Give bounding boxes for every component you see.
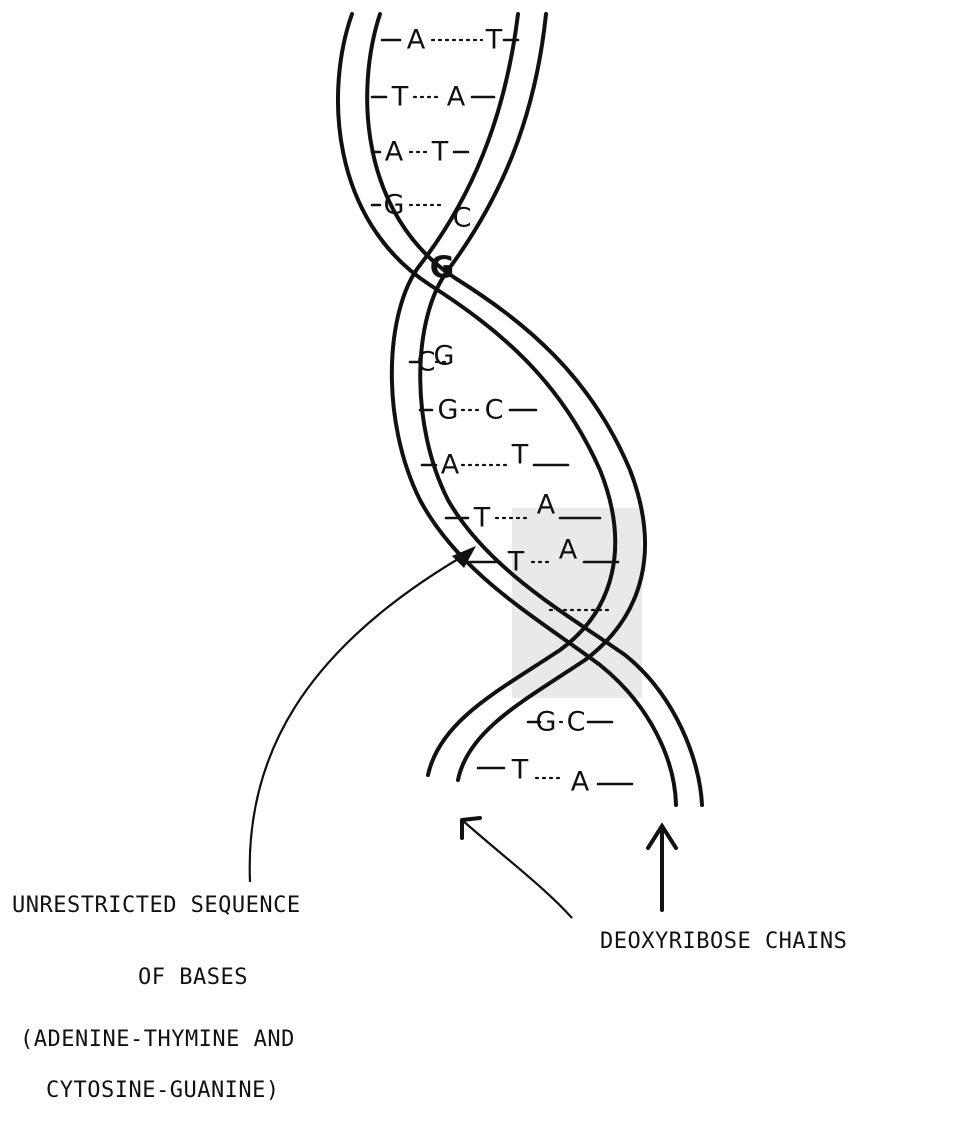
chains-arrows: [462, 818, 676, 918]
base-1-right: T: [485, 25, 503, 56]
sequence-label-line1: UNRESTRICTED SEQUENCE: [12, 893, 301, 918]
sequence-label-line3: (ADENINE-THYMINE AND: [20, 1027, 295, 1052]
sequence-arrow: [250, 546, 476, 882]
sequence-label-line4: CYTOSINE-GUANINE): [46, 1078, 280, 1103]
chains-label: DEOXYRIBOSE CHAINS: [600, 929, 847, 954]
base-3-left: A: [385, 137, 404, 168]
base-6-right: G: [434, 341, 455, 372]
base-9-left: T: [473, 503, 491, 534]
base-2-left: T: [391, 82, 409, 113]
base-8-left: A: [441, 450, 460, 481]
sequence-label-line2: OF BASES: [138, 965, 248, 990]
chain-arrow-left-line: [462, 820, 572, 918]
base-3-right: T: [431, 137, 449, 168]
base-1-left: A: [407, 25, 426, 56]
base-13-right: A: [571, 767, 590, 798]
base-7-left: G: [438, 395, 459, 426]
sequence-arrow-line: [250, 552, 470, 882]
base-4-left: G: [384, 190, 405, 221]
base-7-right: C: [485, 395, 504, 426]
base-5-left: G: [430, 251, 455, 286]
base-12-left: G: [536, 707, 557, 738]
base-4-right: C: [453, 203, 472, 234]
base-10-left: T: [507, 547, 525, 578]
base-8-right: T: [511, 440, 529, 471]
base-10-right: A: [559, 535, 578, 566]
base-13-left: T: [511, 755, 529, 786]
base-12-right: C: [567, 707, 586, 738]
base-2-right: A: [447, 82, 466, 113]
base-9-right: A: [537, 490, 556, 521]
